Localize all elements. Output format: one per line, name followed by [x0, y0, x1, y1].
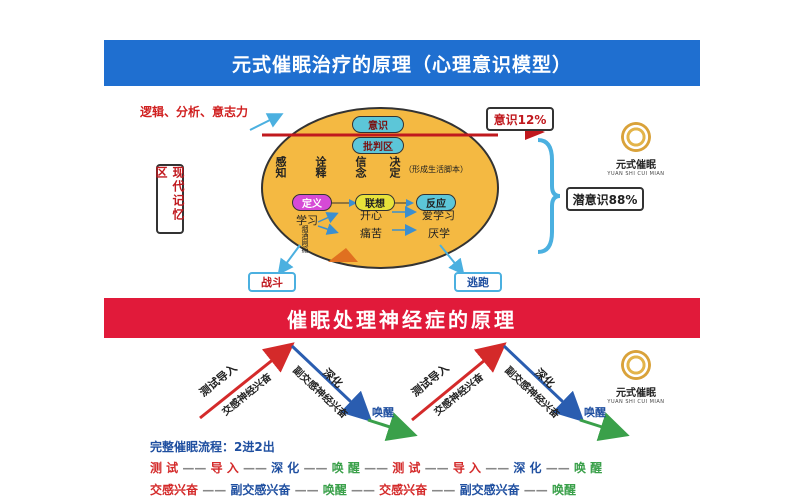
- label-interpret: 诠释: [314, 156, 327, 178]
- label-happy: 开心: [360, 209, 382, 222]
- subconscious-percent-box: 潜意识88%: [566, 187, 644, 211]
- memory-area-label: 现代记忆区: [154, 164, 185, 234]
- label-decide: 决定: [388, 156, 401, 178]
- mind-model-diagram: [249, 107, 561, 276]
- mind-ellipse: [261, 107, 499, 269]
- fight-box: 战斗: [248, 272, 296, 292]
- label-perceive: 感知: [274, 156, 287, 178]
- flee-box: 逃跑: [454, 272, 502, 292]
- top-left-label: 逻辑、分析、意志力: [140, 105, 249, 119]
- full-process-title: 完整催眠流程：2进2出: [150, 440, 275, 454]
- subconscious-brace: [537, 138, 561, 254]
- top-banner-title: 元式催眠治疗的原理（心理意识模型）: [104, 40, 700, 86]
- awaken-label-2: 唤醒: [584, 406, 606, 419]
- life-script-note: （形成生活脚本）: [404, 165, 468, 174]
- brand-logo-top: 元式催眠 YUAN SHI CUI MIAN: [596, 122, 676, 177]
- conscious-percent-box: 意识12%: [486, 107, 554, 131]
- logo-emblem-icon: [621, 122, 651, 152]
- label-belief: 信念: [354, 156, 367, 178]
- pill-definition: 定义: [292, 194, 332, 211]
- bottom-banner-title: 催眠处理神经症的原理: [104, 298, 700, 338]
- label-addictions: 烟酒网瘾: [301, 225, 309, 253]
- pill-reaction: 反应: [416, 194, 456, 211]
- label-learning: 学习: [296, 214, 318, 227]
- pill-association: 联想: [355, 194, 395, 211]
- label-hate-learning: 厌学: [428, 227, 450, 240]
- label-pain: 痛苦: [360, 227, 382, 240]
- pill-conscious: 意识: [352, 116, 404, 133]
- awaken-label-1: 唤醒: [372, 406, 394, 419]
- pill-critical-zone: 批判区: [352, 137, 404, 154]
- logo-emblem-icon: [621, 350, 651, 380]
- process-row-nervous: 交感兴奋 —— 副交感兴奋 —— 唤醒 —— 交感兴奋 —— 副交感兴奋 —— …: [150, 483, 576, 497]
- brand-logo-bottom: 元式催眠 YUAN SHI CUI MIAN: [596, 350, 676, 405]
- process-row-red: 测 试 —— 导 入 —— 深 化 —— 唤 醒 —— 测 试 —— 导 入 —…: [150, 461, 603, 475]
- label-love-learning: 爱学习: [422, 209, 455, 222]
